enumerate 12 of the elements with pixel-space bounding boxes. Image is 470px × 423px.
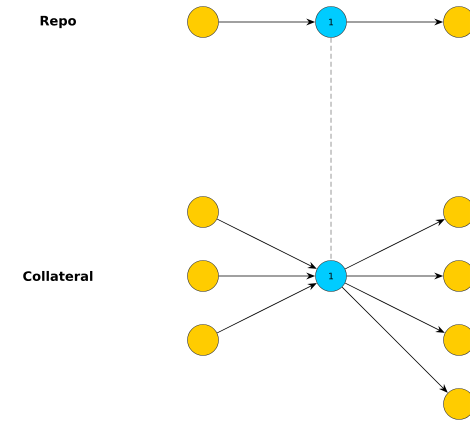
circle [187,6,219,38]
circle [443,6,470,38]
circle [443,388,470,420]
row-label: Collateral [23,270,92,282]
circle [187,196,219,228]
dashed-line [330,37,332,261]
circle [187,260,219,292]
circle [443,196,470,228]
circle [443,260,470,292]
circle [443,324,470,356]
circle [187,324,219,356]
row-label: Repo [40,16,76,28]
